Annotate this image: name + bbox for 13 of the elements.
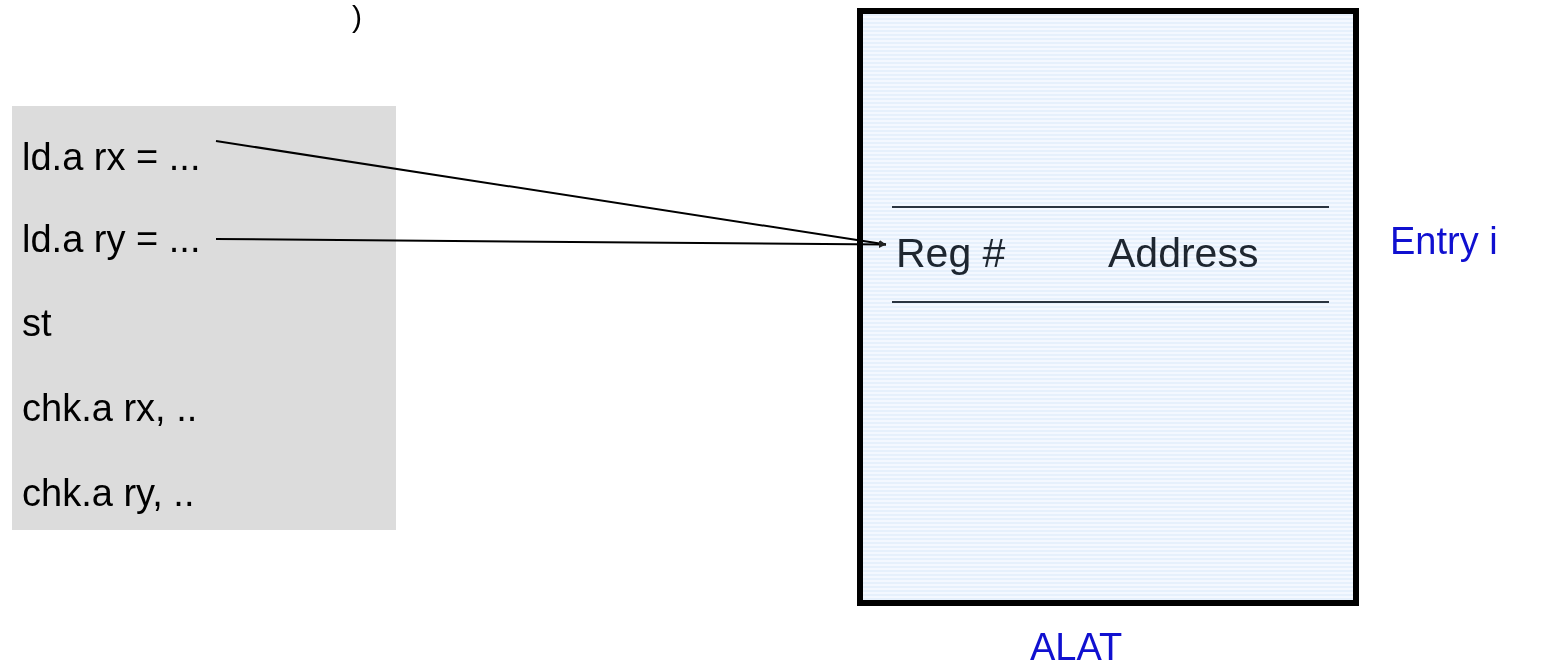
code-panel <box>12 106 396 530</box>
column-header: Reg # <box>896 230 1006 277</box>
column-header: Address <box>1108 230 1259 277</box>
code-text: ld.a ry = ... <box>22 218 201 261</box>
code-text: chk.a ry, .. <box>22 472 195 515</box>
arrow <box>215 238 887 248</box>
code-text: chk.a rx, .. <box>22 387 198 430</box>
table-caption: ALAT <box>1030 626 1123 666</box>
code-text: ld.a rx = ... <box>22 136 201 179</box>
table-box <box>857 8 1359 606</box>
row-caption: Entry i <box>1390 220 1498 263</box>
code-text: st <box>22 302 52 345</box>
title-fragment: ) <box>352 0 362 34</box>
